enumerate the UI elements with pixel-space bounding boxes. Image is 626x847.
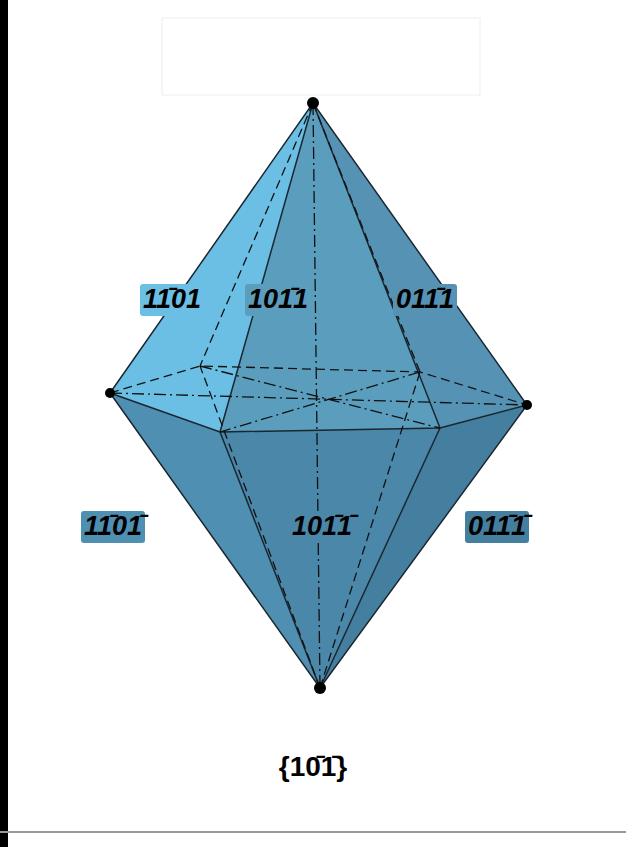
crystal-face [313, 103, 527, 428]
hidden-edges [110, 103, 527, 688]
vertex-dot [105, 388, 115, 398]
vertex-dot [307, 97, 319, 109]
face-index: 11̄01̄ [81, 511, 145, 542]
vertex-dot [314, 682, 326, 694]
crystal-edges [110, 103, 527, 688]
blank-box [162, 18, 480, 95]
face-index: 11̄01 [140, 284, 204, 315]
vertex-dot [522, 400, 532, 410]
face-index: 101̄1 [245, 284, 311, 315]
face-index: 101̄1̄ [289, 511, 355, 542]
face-index: 011̄1 [393, 284, 457, 315]
frame-edge [0, 0, 8, 847]
face-index: 011̄1̄ [465, 511, 529, 542]
form-caption: {10̄1̄} [279, 750, 348, 784]
frame-edge [0, 831, 626, 833]
